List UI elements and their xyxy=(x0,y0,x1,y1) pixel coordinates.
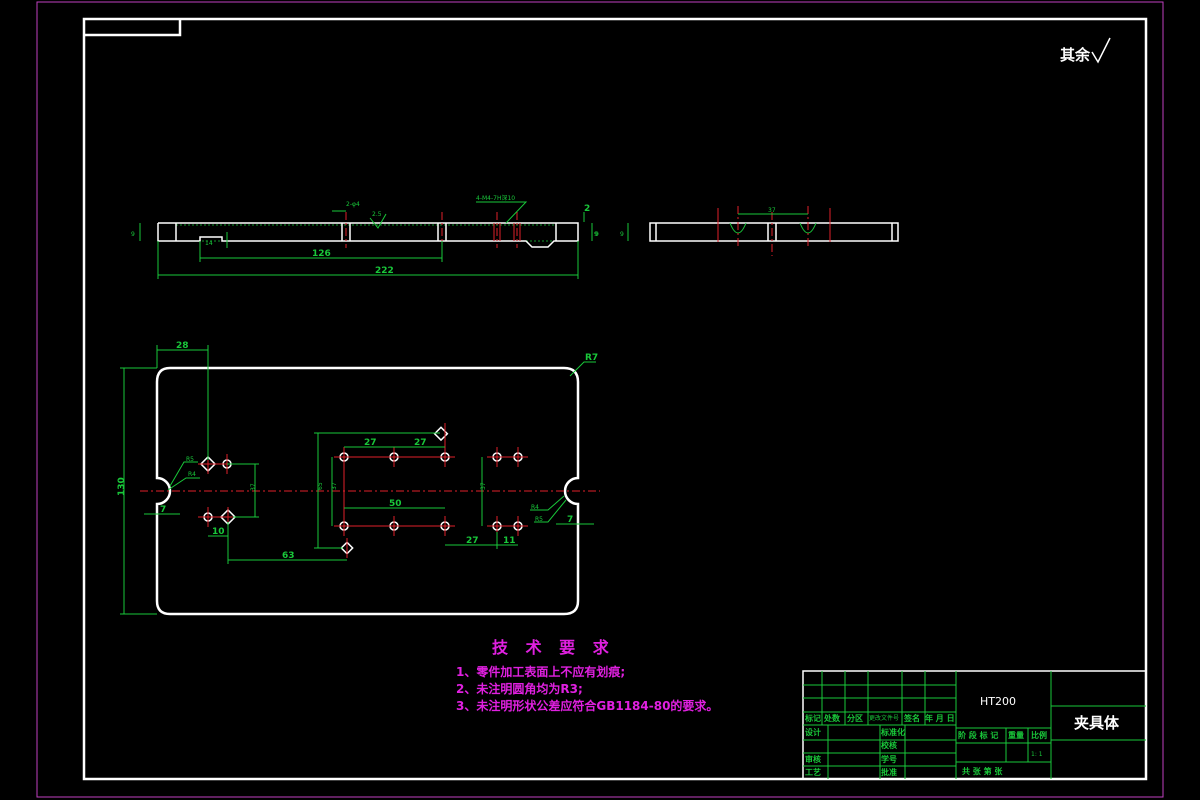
roughness-symbol: 其余 xyxy=(1060,37,1111,64)
process-label: 工艺 xyxy=(805,767,821,777)
design-label: 设计 xyxy=(805,727,821,737)
pin-hole-top xyxy=(433,426,449,442)
part-name: 夹具体 xyxy=(1074,714,1120,732)
hole-callout: 2-φ4 xyxy=(346,201,360,208)
roughness-note: 其余 xyxy=(1060,46,1091,64)
dim-28: 28 xyxy=(176,341,189,351)
dim-65: 65 xyxy=(317,482,324,490)
dim-R4-right: R4 xyxy=(531,504,539,511)
mark-col-6: 年 月 日 xyxy=(925,713,955,723)
sheet-count: 共 张 第 张 xyxy=(962,766,1003,776)
dim-50: 50 xyxy=(389,499,402,509)
mark-col-5: 签名 xyxy=(903,713,920,723)
standard-label: 标准化 xyxy=(880,727,905,737)
sheet-trim-border xyxy=(36,1,1164,798)
dim-27-c: 27 xyxy=(466,536,479,546)
dim-9-left: 9 xyxy=(131,231,135,238)
scale-value: 1: 1 xyxy=(1031,751,1043,758)
chamfer-note: 2.5 xyxy=(372,211,382,218)
dim-27-b: 27 xyxy=(414,438,427,448)
plan-outline xyxy=(155,366,580,616)
review-label: 审核 xyxy=(805,754,821,764)
approve-label: 批准 xyxy=(881,767,897,777)
tech-line-1: 1、零件加工表面上不应有划痕; xyxy=(456,664,625,679)
pin-hole-left-bottom xyxy=(219,508,237,526)
section-hatch xyxy=(175,224,557,242)
end-view: 37 9 9 xyxy=(594,206,899,256)
dim-7-left: 7 xyxy=(160,505,166,515)
stage-mark-label: 阶 段 标 记 xyxy=(958,730,998,740)
end-profile xyxy=(649,222,899,242)
dim-9-right: 9 xyxy=(595,231,599,238)
plan-view: 28 R7 130 R5 R4 7 10 37 63 65 37 27 27 5… xyxy=(117,341,600,616)
dim-R7: R7 xyxy=(585,353,598,363)
pin-hole-bottom xyxy=(340,541,354,555)
dim-11: 11 xyxy=(503,536,516,546)
thread-callout: 4-M4-7H深10 xyxy=(476,194,515,202)
check-label: 校核 xyxy=(881,740,897,750)
pin-hole-left-top xyxy=(199,455,217,473)
end-dim-9b: 9 xyxy=(594,231,598,238)
dim-R5-left: R5 xyxy=(186,456,194,463)
dim-10: 10 xyxy=(212,527,225,537)
dim-14: 14 xyxy=(205,240,213,247)
drawing-frame xyxy=(82,17,1148,781)
dim-126: 126 xyxy=(312,249,331,259)
dim-130: 130 xyxy=(117,477,127,496)
technical-requirements: 技 术 要 求 1、零件加工表面上不应有划痕; 2、未注明圆角均为R3; 3、未… xyxy=(456,638,718,713)
mark-col-2: 处数 xyxy=(823,713,841,723)
tech-line-2: 2、未注明圆角均为R3; xyxy=(456,681,583,696)
dim-R4-left: R4 xyxy=(188,471,196,478)
dim-37-mid: 37 xyxy=(331,482,338,490)
tech-title: 技 术 要 求 xyxy=(492,638,615,657)
material-label: HT200 xyxy=(980,695,1016,708)
dim-7-right: 7 xyxy=(567,515,573,525)
dim-2: 2 xyxy=(584,204,590,214)
side-profile xyxy=(157,222,579,248)
mark-col-4: 更改文件号 xyxy=(869,714,899,722)
seq-label: 学号 xyxy=(881,754,897,764)
roughness-check-icon xyxy=(1091,37,1111,64)
tech-line-3: 3、未注明形状公差应符合GB1184-80的要求。 xyxy=(456,698,718,713)
weight-label: 重量 xyxy=(1008,730,1024,740)
code-box xyxy=(84,19,182,37)
end-dim-37: 37 xyxy=(768,207,776,214)
dim-37-left: 37 xyxy=(250,483,257,491)
mark-col-3: 分区 xyxy=(847,713,863,723)
title-block: HT200 夹具体 标记 处数 分区 更改文件号 签名 年 月 日 设计 标准化… xyxy=(802,670,1147,780)
dim-27-a: 27 xyxy=(364,438,377,448)
scale-label: 比例 xyxy=(1031,730,1047,740)
dim-222: 222 xyxy=(375,266,394,276)
dim-37-right: 37 xyxy=(480,482,487,490)
dim-63: 63 xyxy=(282,551,295,561)
mark-col-1: 标记 xyxy=(804,713,821,723)
dim-R5-right: R5 xyxy=(535,516,543,523)
side-view: 126 222 9 9 2 14 4-M4-7H深10 2-φ4 2.5 xyxy=(131,194,599,279)
end-dim-9a: 9 xyxy=(620,231,624,238)
